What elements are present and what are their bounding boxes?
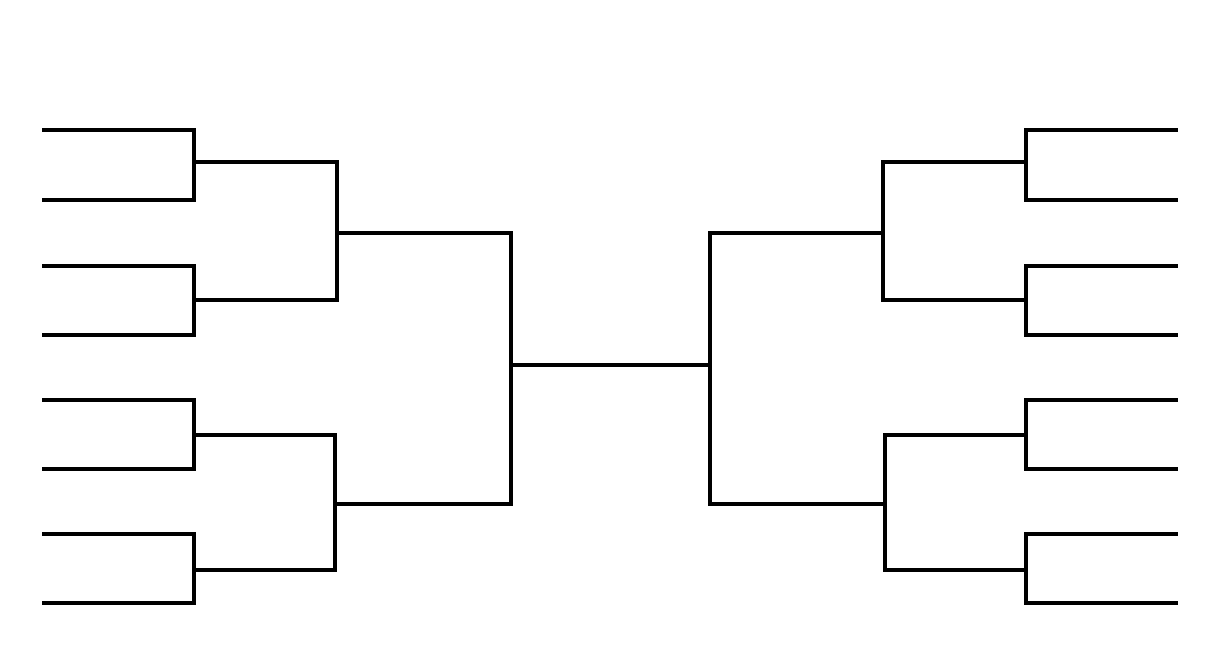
left-second-round bbox=[192, 160, 339, 572]
right-semifinal bbox=[708, 231, 887, 506]
right-second-round bbox=[881, 160, 1028, 572]
left-first-round bbox=[42, 128, 196, 605]
right-first-round bbox=[1024, 128, 1178, 605]
left-semifinal bbox=[333, 231, 513, 506]
